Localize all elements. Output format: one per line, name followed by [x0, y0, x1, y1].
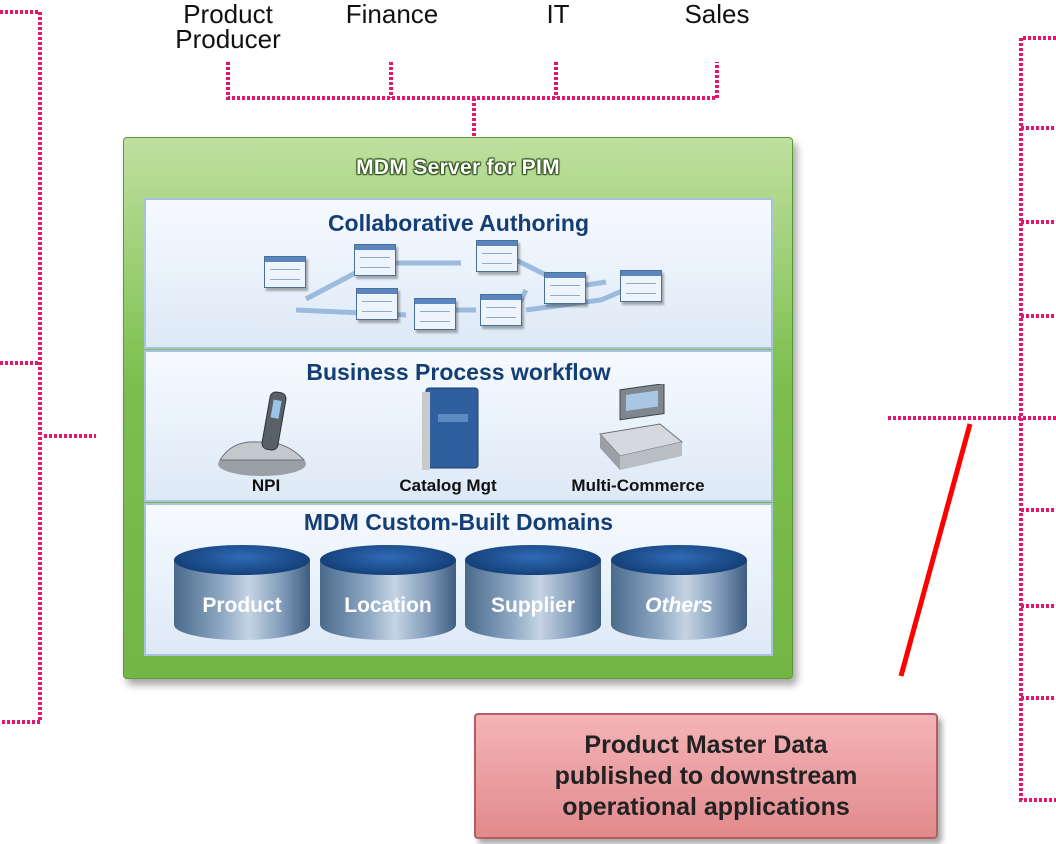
authoring-arrows	[295, 257, 637, 318]
workflow-window-icon	[356, 288, 398, 320]
business-process-panel: Business Process workflow NPI Catalog Mg…	[144, 350, 773, 502]
department-bracket	[226, 62, 719, 100]
cash-register-icon	[599, 384, 684, 470]
dept-finance: Finance	[345, 0, 439, 29]
workflow-window-icon	[480, 294, 522, 326]
workflow-window-icon	[476, 240, 518, 272]
npi-label: NPI	[251, 476, 281, 495]
collaborative-authoring-panel: Collaborative Authoring	[144, 198, 773, 349]
domains-title: MDM Custom-Built Domains	[303, 509, 614, 535]
workflow-window-icon	[620, 270, 662, 302]
workflow-window-icon	[414, 298, 456, 330]
domain-product-cylinder: Product	[174, 545, 310, 640]
mdm-server-box: MDM Server for PIM Collaborative Authori…	[123, 137, 793, 679]
left-bracket	[0, 10, 42, 724]
domain-others-cylinder: Others	[611, 545, 747, 640]
domain-supplier-label: Supplier	[490, 594, 575, 617]
phone-icon	[218, 391, 306, 476]
dashed-connectors	[0, 10, 1056, 802]
domain-others-label: Others	[645, 594, 713, 617]
red-pointer-line	[898, 423, 973, 677]
product-master-data-box: Product Master Data published to downstr…	[474, 713, 938, 839]
domain-product-label: Product	[202, 594, 282, 617]
dept-it: IT	[546, 0, 570, 29]
domain-location-cylinder: Location	[320, 545, 456, 640]
domain-supplier-cylinder: Supplier	[465, 545, 601, 640]
domain-location-label: Location	[344, 594, 432, 617]
dept-sales: Sales	[684, 0, 750, 29]
workflow-window-icon	[544, 272, 586, 304]
custom-domains-panel: MDM Custom-Built Domains Product Locatio…	[144, 503, 773, 656]
server-title: MDM Server for PIM	[356, 156, 560, 179]
catalog-mgt-label: Catalog Mgt	[399, 476, 497, 495]
product-master-data-text: Product Master Data published to downstr…	[554, 730, 858, 821]
workflow-title: Business Process workflow	[306, 359, 611, 385]
workflow-window-icon	[354, 244, 396, 276]
dept-product-producer: Product Producer	[175, 0, 281, 54]
catalog-book-icon	[422, 387, 479, 470]
authoring-title: Collaborative Authoring	[327, 210, 590, 236]
workflow-window-icon	[264, 256, 306, 288]
multi-commerce-label: Multi-Commerce	[571, 476, 705, 495]
